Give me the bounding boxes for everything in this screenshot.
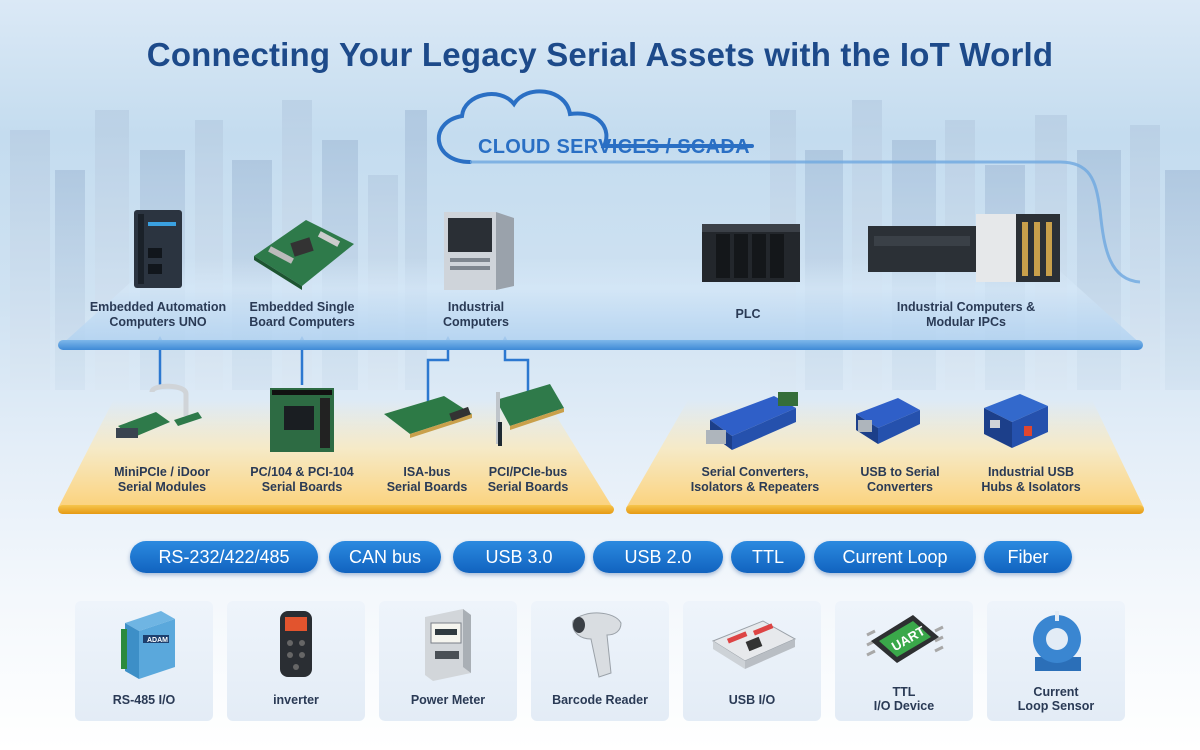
field-device-card-usb-io: USB I/O xyxy=(683,601,821,721)
device-label-line2: Board Computers xyxy=(249,315,355,329)
converters-platform-edge xyxy=(626,505,1144,514)
interface-pill-usb-2: USB 2.0 xyxy=(593,541,723,573)
serial-boards-platform-edge xyxy=(58,505,614,514)
field-device-label-line2: I/O Device xyxy=(873,699,935,713)
computing-platform-edge xyxy=(58,340,1143,350)
field-device-card-rs485-io: ADAM RS-485 I/O xyxy=(75,601,213,721)
power-meter-icon xyxy=(425,609,471,681)
field-device-label: RS-485 I/O xyxy=(112,693,176,707)
field-device-card-ttl-io: UART TTL I/O Device xyxy=(835,601,973,721)
field-device-card-current-loop: Current Loop Sensor xyxy=(987,601,1125,721)
field-device-label: inverter xyxy=(273,693,319,707)
current-sensor-icon xyxy=(1033,611,1081,671)
board-label-line1: PC/104 & PCI-104 xyxy=(250,465,354,479)
device-label-line1: Industrial Computers & xyxy=(896,300,1036,314)
converter-label-serial: Serial Converters, Isolators & Repeaters xyxy=(680,465,830,495)
board-label-line1: PCI/PCIe-bus xyxy=(488,465,568,479)
interface-pill-usb-3: USB 3.0 xyxy=(453,541,585,573)
board-label-minipcie: MiniPCIe / iDoor Serial Modules xyxy=(100,465,224,495)
field-device-label: Barcode Reader xyxy=(552,693,648,707)
board-label-pci-bus: PCI/PCIe-bus Serial Boards xyxy=(480,465,576,495)
board-label-line2: Serial Boards xyxy=(261,480,343,494)
field-device-label-line1: Current xyxy=(1033,685,1079,699)
converter-label-line1: Industrial USB xyxy=(987,465,1075,479)
converter-label-line2: Converters xyxy=(867,480,933,494)
serial-converter-icon xyxy=(706,392,798,450)
industrial-computer-icon xyxy=(444,212,514,290)
board-label-line2: Serial Boards xyxy=(487,480,569,494)
interface-pill-ttl: TTL xyxy=(731,541,805,573)
minipcie-module-icon xyxy=(116,383,202,438)
isa-bus-board-icon xyxy=(384,396,472,438)
device-label-line2: Modular IPCs xyxy=(926,315,1006,329)
board-label-line1: MiniPCIe / iDoor xyxy=(114,465,210,479)
barcode-reader-icon xyxy=(572,612,622,678)
board-label-isa-bus: ISA-bus Serial Boards xyxy=(378,465,476,495)
device-label-industrial-computers: Industrial Computers xyxy=(420,300,532,330)
converter-label-usb-hub: Industrial USB Hubs & Isolators xyxy=(966,465,1096,495)
board-label-line2: Serial Boards xyxy=(386,480,468,494)
interface-pill-fiber: Fiber xyxy=(984,541,1072,573)
usb-hub-isolator-icon xyxy=(984,394,1048,448)
plc-icon xyxy=(702,224,800,282)
usb-io-board-icon xyxy=(711,620,797,669)
converter-label-line1: USB to Serial xyxy=(860,465,940,479)
usb-serial-converter-icon xyxy=(856,398,920,444)
modular-ipc-icon xyxy=(868,214,1060,282)
inverter-icon xyxy=(280,611,312,677)
cloud-outline xyxy=(436,89,754,164)
device-label-plc: PLC xyxy=(708,307,788,322)
interface-pill-rs232-422-485: RS-232/422/485 xyxy=(130,541,318,573)
device-label-line1: Embedded Automation xyxy=(89,300,227,314)
field-device-label: Power Meter xyxy=(410,693,486,707)
device-label-line1: PLC xyxy=(735,307,761,321)
cloud-services-label: CLOUD SERVICES / SCADA xyxy=(478,136,750,158)
field-device-label: USB I/O xyxy=(728,693,776,707)
pc104-board-icon xyxy=(270,388,334,452)
device-label-line1: Embedded Single xyxy=(249,300,355,314)
device-label-line2: Computers UNO xyxy=(109,315,207,329)
converter-label-line1: Serial Converters, xyxy=(701,465,809,479)
board-label-line1: ISA-bus xyxy=(403,465,451,479)
field-device-label-line1: TTL xyxy=(892,685,916,699)
rs485-io-module-icon: ADAM xyxy=(121,611,175,679)
field-device-label-line2: Loop Sensor xyxy=(1017,699,1095,713)
field-device-card-barcode-reader: Barcode Reader xyxy=(531,601,669,721)
converter-label-line2: Isolators & Repeaters xyxy=(690,480,820,494)
interface-pill-can-bus: CAN bus xyxy=(329,541,441,573)
device-label-line1: Industrial xyxy=(447,300,505,314)
device-label-modular-ipcs: Industrial Computers & Modular IPCs xyxy=(880,300,1052,330)
uart-chip-icon: UART xyxy=(866,615,944,663)
embedded-automation-computer-icon xyxy=(134,210,182,288)
device-label-single-board: Embedded Single Board Computers xyxy=(240,300,364,330)
field-device-card-inverter: inverter xyxy=(227,601,365,721)
converter-label-line2: Hubs & Isolators xyxy=(981,480,1081,494)
device-label-line2: Computers xyxy=(443,315,509,329)
field-device-card-power-meter: Power Meter xyxy=(379,601,517,721)
interface-pill-current-loop: Current Loop xyxy=(814,541,976,573)
adam-logo-text: ADAM xyxy=(147,637,168,644)
computing-platform xyxy=(60,258,1143,346)
page-title: Connecting Your Legacy Serial Assets wit… xyxy=(146,36,1054,73)
pci-bus-board-icon xyxy=(496,384,564,446)
single-board-computer-icon xyxy=(254,220,354,290)
device-label-embedded-automation: Embedded Automation Computers UNO xyxy=(86,300,230,330)
converter-label-usb-serial: USB to Serial Converters xyxy=(840,465,960,495)
board-label-line2: Serial Modules xyxy=(117,480,207,494)
board-label-pc104: PC/104 & PCI-104 Serial Boards xyxy=(240,465,364,495)
